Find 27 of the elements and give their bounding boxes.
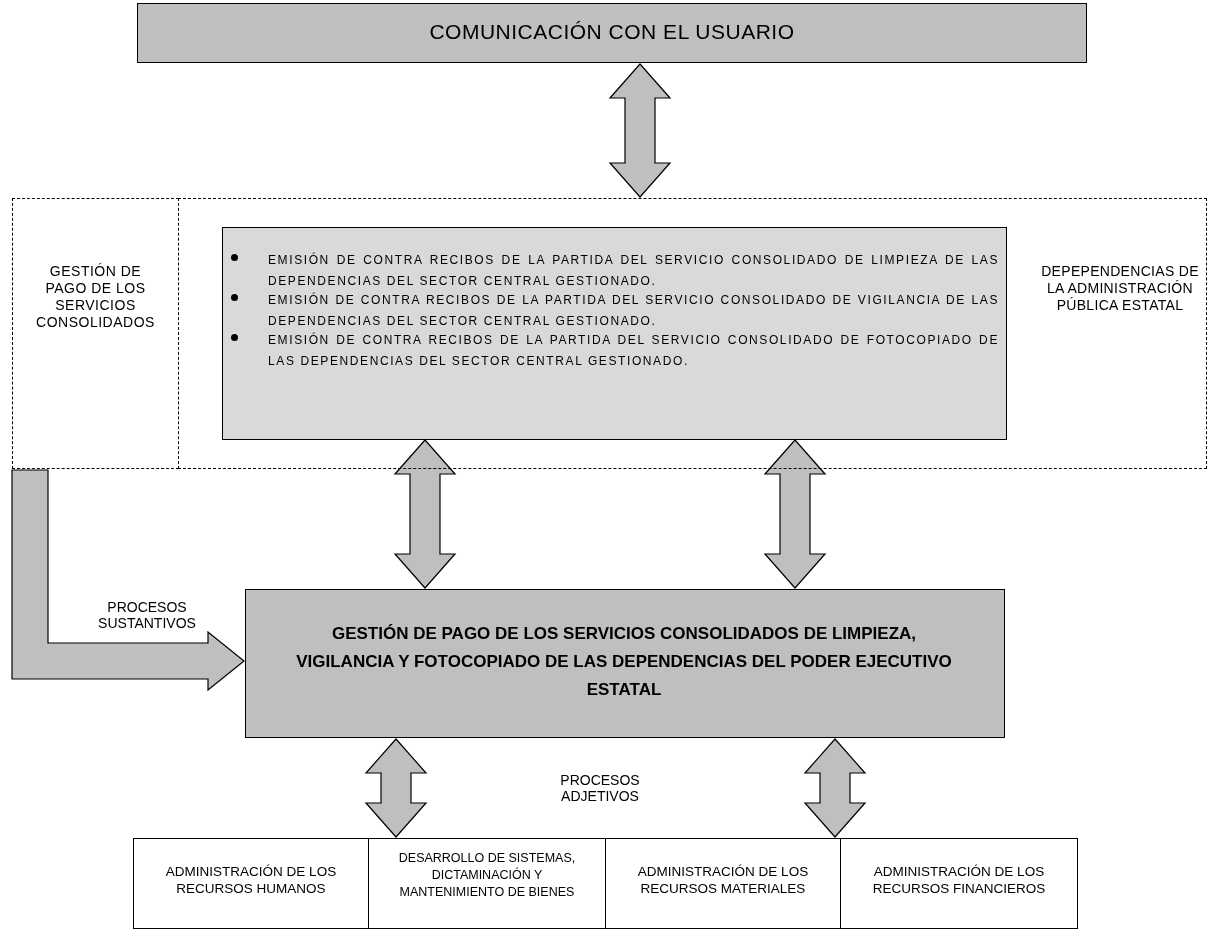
header-text: COMUNICACIÓN CON EL USUARIO [428,19,796,45]
section-label: PROCESOS ADJETIVOS [559,772,641,804]
box-text: ADMINISTRACIÓN DE LOS RECURSOS FINANCIEROS [871,863,1047,897]
resource-box [133,838,369,929]
dashed-region [178,198,1207,469]
block-arrow [393,439,457,589]
box-text: DESARROLLO DE SISTEMAS, DICTAMINACIÓN Y MANTENIMIENTO DE BIENES [397,850,577,901]
block-arrow [608,63,672,198]
activity-text: EMISIÓN DE CONTRA RECIBOS DE LA PARTIDA DEL SERVICIO CONSOLIDADO DE LIMPIEZA DE LAS DEPENDENCIAS DEL SECTOR CENTRAL GESTIONADO. [268,251,999,290]
header-box [137,3,1087,63]
block-arrow [364,738,428,838]
box-text: GESTIÓN DE PAGO DE LOS SERVICIOS CONSOLIDADOS DE LIMPIEZA, VIGILANCIA Y FOTOCOPIADO DE LAS DEPENDENCIAS DEL PODER EJECUTIVO ESTATAL [295,623,953,701]
dashed-region [12,198,179,469]
box-text: ADMINISTRACIÓN DE LOS RECURSOS HUMANOS [164,863,338,897]
activity-text: EMISIÓN DE CONTRA RECIBOS DE LA PARTIDA DEL SERVICIO CONSOLIDADO DE VIGILANCIA DE LAS DEPENDENCIAS DEL SECTOR CENTRAL GESTIONADO. [268,291,999,330]
box-text: GESTIÓN DE PAGO DE LOS SERVICIOS CONSOLIDADOS [35,263,156,331]
process-box [245,589,1005,738]
resource-box [368,838,606,929]
resource-box [605,838,841,929]
box-text: DEPEPENDENCIAS DE LA ADMINISTRACIÓN PÚBLICA ESTATAL [1040,263,1200,314]
activity-text: EMISIÓN DE CONTRA RECIBOS DE LA PARTIDA DEL SERVICIO CONSOLIDADO DE FOTOCOPIADO DE LAS DEPENDENCIAS DEL SECTOR CENTRAL GESTIONADO. [268,331,999,370]
block-arrow [763,439,827,589]
block-arrow [11,469,245,692]
block-arrow [803,738,867,838]
box-text: ADMINISTRACIÓN DE LOS RECURSOS MATERIALES [636,863,810,897]
activity-box [222,227,1007,440]
resource-box [840,838,1078,929]
